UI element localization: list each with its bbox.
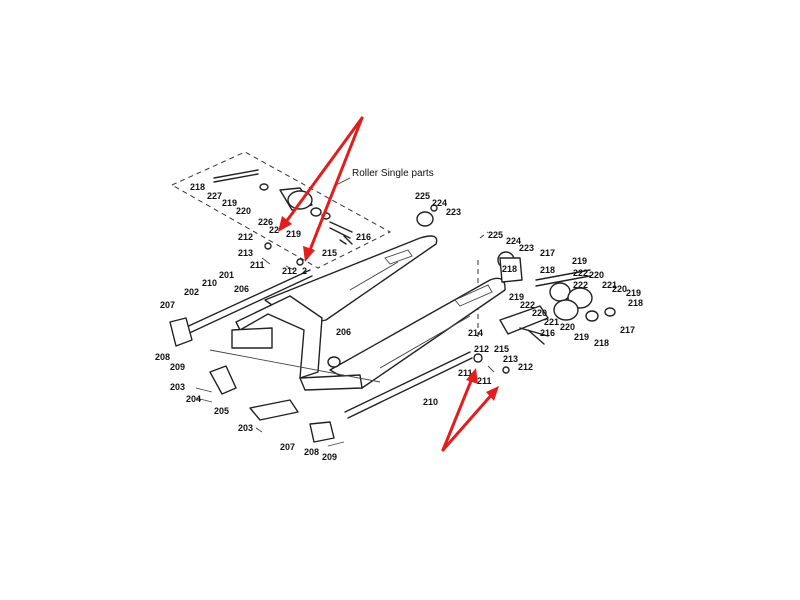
part-label: 215 [494,344,509,354]
part-label: 206 [234,284,249,294]
linkage-parts [195,365,345,447]
part-label: 218 [502,264,517,274]
part-label: 224 [506,236,521,246]
part-label: 220 [532,308,547,318]
part-label: 218 [628,298,643,308]
push-rods [169,269,473,419]
part-label: 220 [612,284,627,294]
part-label: 219 [572,256,587,266]
part-label: 218 [540,265,555,275]
part-label: 208 [304,447,319,457]
part-label: 210 [202,278,217,288]
part-label: 216 [356,232,371,242]
part-label: 218 [594,338,609,348]
part-label: 219 [286,229,301,239]
part-label: 222 [520,300,535,310]
part-label: 225 [415,191,430,201]
part-label: 221 [602,280,617,290]
part-label: 214 [468,328,483,338]
part-label: 227 [207,191,222,201]
part-label: 223 [519,243,534,253]
part-label: 210 [423,397,438,407]
part-label: 211 [250,260,265,270]
part-label: 209 [170,362,185,372]
part-label: 205 [214,406,229,416]
part-label: 219 [626,288,641,298]
part-label: 22 [269,225,279,235]
part-label: 219 [574,332,589,342]
part-label: 220 [560,322,575,332]
part-label: 203 [170,382,185,392]
part-label: 225 [488,230,503,240]
part-label: 219 [222,198,237,208]
part-label: 203 [238,423,253,433]
part-label: 224 [432,198,447,208]
part-label: 212 [474,344,489,354]
part-label: 207 [280,442,295,452]
part-label: 201 [219,270,234,280]
part-label: 208 [155,352,170,362]
part-label: 209 [322,452,337,462]
part-label: 202 [184,287,199,297]
part-label: 220 [236,206,251,216]
part-label: 206 [336,327,351,337]
part-label: 213 [238,248,253,258]
part-label: 213 [503,354,518,364]
part-label: 222 [573,268,588,278]
part-label: 212 [518,362,533,372]
part-label: 211 [458,368,473,378]
right-roller-assembly [497,251,616,345]
part-label: 204 [186,394,201,404]
part-label: 207 [160,300,175,310]
roller-parts-box [170,151,392,269]
part-label: 220 [589,270,604,280]
part-label: 221 [544,317,559,327]
red-arrows-upper [278,116,364,262]
load-wheel-upper [416,204,438,227]
part-label: 212 [282,266,297,276]
part-label: 226 [258,217,273,227]
part-label: 211 [477,376,492,386]
part-label: 215 [322,248,337,258]
pallet-truck-frame [209,235,506,391]
red-arrows-lower [441,368,499,452]
roller-single-parts-caption: Roller Single parts [352,168,434,179]
part-label: 218 [190,182,205,192]
part-label: 217 [620,325,635,335]
part-label: 222 [573,280,588,290]
part-label: 216 [540,328,555,338]
part-label: 2 [302,266,307,276]
part-label: 212 [238,232,253,242]
part-label: 217 [540,248,555,258]
part-label: 223 [446,207,461,217]
part-label: 219 [509,292,524,302]
